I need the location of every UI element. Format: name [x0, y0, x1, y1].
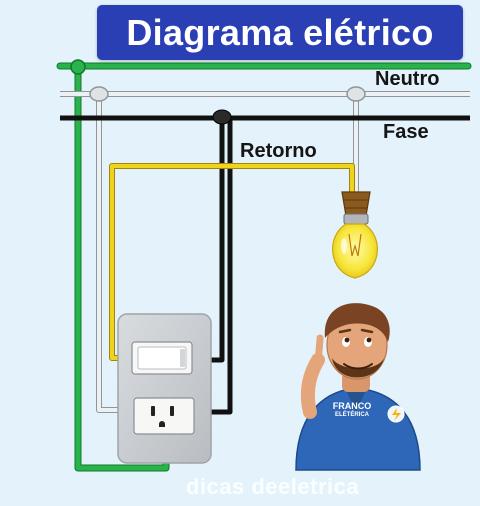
light-switch[interactable]: [131, 341, 193, 375]
title-banner: Diagrama elétrico: [97, 5, 463, 60]
shirt-logo-line1: FRANCO: [332, 401, 372, 411]
return-label: Retorno: [240, 140, 317, 162]
light-bulb: [332, 191, 378, 279]
neutral-label: Neutro: [375, 68, 440, 90]
power-outlet[interactable]: [133, 397, 195, 435]
shirt-logo: FRANCO ELÉTÉRICA: [329, 402, 375, 420]
electrician-character: [295, 303, 421, 471]
phase-label: Fase: [383, 121, 429, 143]
watermark: dicas deeletrica: [186, 474, 360, 499]
page-title: Diagrama elétrico: [126, 11, 434, 53]
switch-outlet-plate: [117, 313, 212, 464]
shirt-logo-line2: ELÉTÉRICA: [334, 412, 369, 418]
